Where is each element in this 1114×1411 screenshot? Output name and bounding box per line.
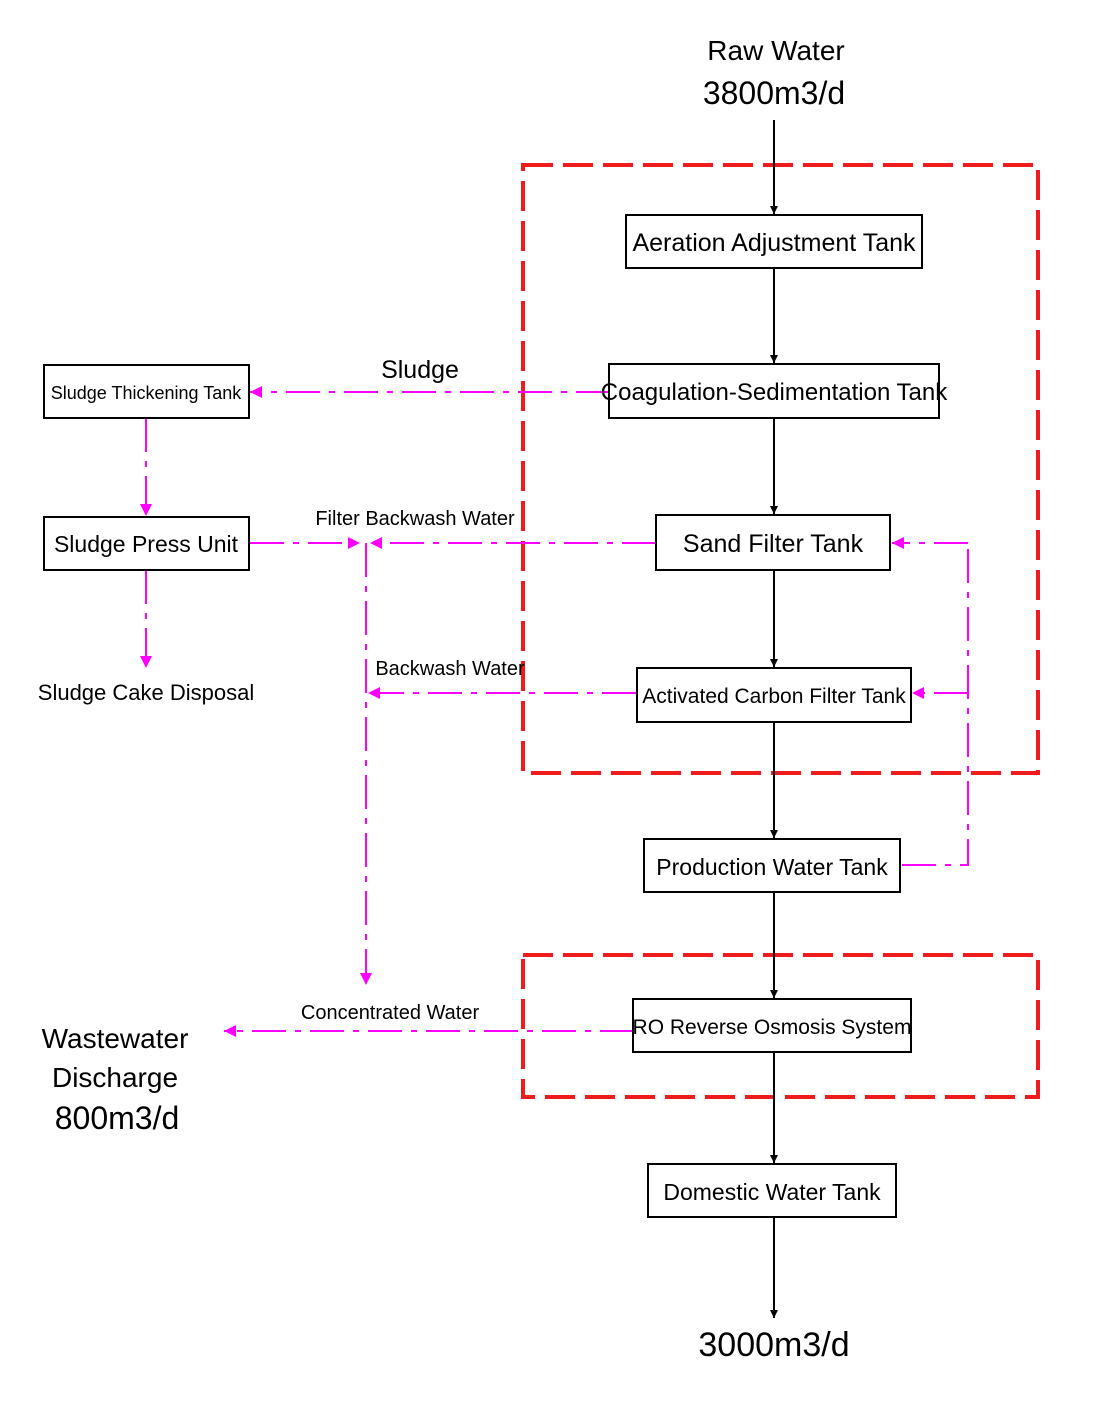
sludge-stream-label: Sludge — [381, 356, 459, 384]
sludge-thickening-tank-label: Sludge Thickening Tank — [51, 383, 242, 403]
sand-filter-tank-label: Sand Filter Tank — [683, 530, 864, 558]
raw-water-label: Raw Water — [707, 35, 844, 66]
concentrated-water-stream-label: Concentrated Water — [301, 1002, 480, 1024]
sludge-press-unit-label: Sludge Press Unit — [54, 531, 239, 557]
wastewater-label-line2: Discharge — [52, 1062, 178, 1093]
sand-filter-tank: Sand Filter Tank — [655, 514, 891, 571]
activated-carbon-filter-tank: Activated Carbon Filter Tank — [636, 667, 912, 723]
sludge-cake-disposal-label: Sludge Cake Disposal — [38, 680, 254, 705]
production-water-tank: Production Water Tank — [643, 838, 901, 893]
pretreatment-boundary — [521, 163, 1040, 775]
filter-backwash-stream-label: Filter Backwash Water — [315, 508, 515, 530]
wastewater-flow: 800m3/d — [55, 1100, 180, 1136]
domestic-water-tank-label: Domestic Water Tank — [663, 1179, 881, 1205]
backwash-stream-label: Backwash Water — [375, 658, 525, 680]
aeration-adjustment-tank: Aeration Adjustment Tank — [625, 214, 923, 269]
activated-carbon-filter-tank-label: Activated Carbon Filter Tank — [642, 685, 906, 708]
sludge-thickening-tank: Sludge Thickening Tank — [43, 364, 250, 419]
ro-reverse-osmosis-system-label: RO Reverse Osmosis System — [633, 1016, 912, 1039]
coagulation-sedimentation-tank: Coagulation-Sedimentation Tank — [601, 363, 948, 419]
product-water-flow: 3000m3/d — [698, 1326, 849, 1364]
backwash-supply-line — [902, 543, 969, 866]
sludge-press-unit: Sludge Press Unit — [43, 516, 250, 571]
coagulation-sedimentation-tank-label: Coagulation-Sedimentation Tank — [601, 379, 948, 406]
ro-boundary — [521, 953, 1040, 1099]
domestic-water-tank: Domestic Water Tank — [647, 1163, 897, 1218]
production-water-tank-label: Production Water Tank — [656, 854, 888, 880]
wastewater-label-line1: Wastewater — [42, 1023, 189, 1054]
raw-water-flow: 3800m3/d — [703, 75, 845, 111]
aeration-adjustment-tank-label: Aeration Adjustment Tank — [632, 229, 916, 257]
ro-reverse-osmosis-system: RO Reverse Osmosis System — [632, 998, 912, 1053]
